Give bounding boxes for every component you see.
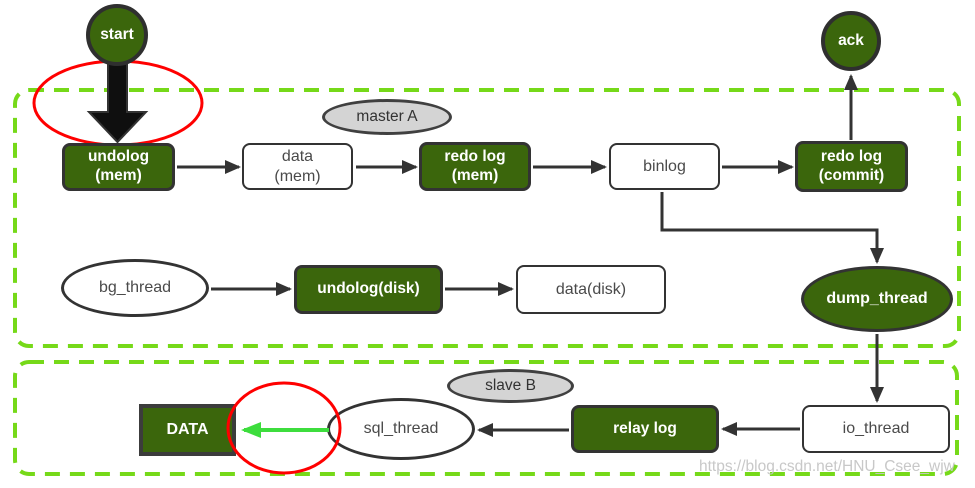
node-dump-thread: dump_thread: [801, 266, 953, 332]
node-undolog-mem: undolog (mem): [62, 143, 175, 191]
node-undolog-disk-label: undolog(disk): [317, 280, 420, 298]
node-undolog-disk: undolog(disk): [294, 265, 443, 314]
node-io-thread-label: io_thread: [842, 420, 910, 438]
node-relay-log-label: relay log: [613, 419, 677, 437]
node-redo-log-commit: redo log (commit): [795, 141, 908, 192]
arrow-binlog-to-dump-thread: [660, 192, 884, 264]
node-data-label: DATA: [166, 421, 209, 439]
node-bg-thread: bg_thread: [61, 259, 209, 317]
node-data-mem: data (mem): [242, 143, 353, 190]
start-to-undolog-arrow: [86, 57, 149, 144]
red-highlight-ellipse-sql-to-data: [226, 381, 342, 475]
slave-section-label: slave B: [447, 369, 574, 403]
node-io-thread: io_thread: [802, 405, 950, 453]
red-highlight-ellipse-start: [32, 59, 204, 147]
node-sql-thread-label: sql_thread: [363, 420, 439, 438]
watermark-text: https://blog.csdn.net/HNU_Csee_wjw: [699, 458, 955, 475]
node-ack-label: ack: [838, 31, 864, 49]
node-start-label: start: [100, 25, 134, 43]
node-data-mem-label: data (mem): [274, 148, 321, 185]
node-data-disk: data(disk): [516, 265, 666, 314]
node-ack: ack: [821, 11, 881, 71]
node-binlog-label: binlog: [643, 157, 686, 175]
slave-section-label-text: slave B: [485, 376, 536, 394]
node-data: DATA: [139, 404, 236, 456]
node-binlog: binlog: [609, 143, 720, 190]
node-bg-thread-label: bg_thread: [98, 279, 172, 297]
master-section-label: master A: [322, 99, 452, 135]
node-redo-log-commit-label: redo log (commit): [818, 147, 885, 184]
node-start: start: [86, 4, 148, 66]
master-section-label-text: master A: [356, 107, 418, 125]
node-relay-log: relay log: [571, 405, 719, 453]
node-data-disk-label: data(disk): [555, 280, 627, 298]
node-undolog-mem-label: undolog (mem): [87, 148, 150, 184]
node-dump-thread-label: dump_thread: [826, 290, 928, 308]
node-redo-log-mem-label: redo log (mem): [444, 147, 506, 184]
node-redo-log-mem: redo log (mem): [419, 142, 531, 191]
node-sql-thread: sql_thread: [327, 398, 475, 460]
